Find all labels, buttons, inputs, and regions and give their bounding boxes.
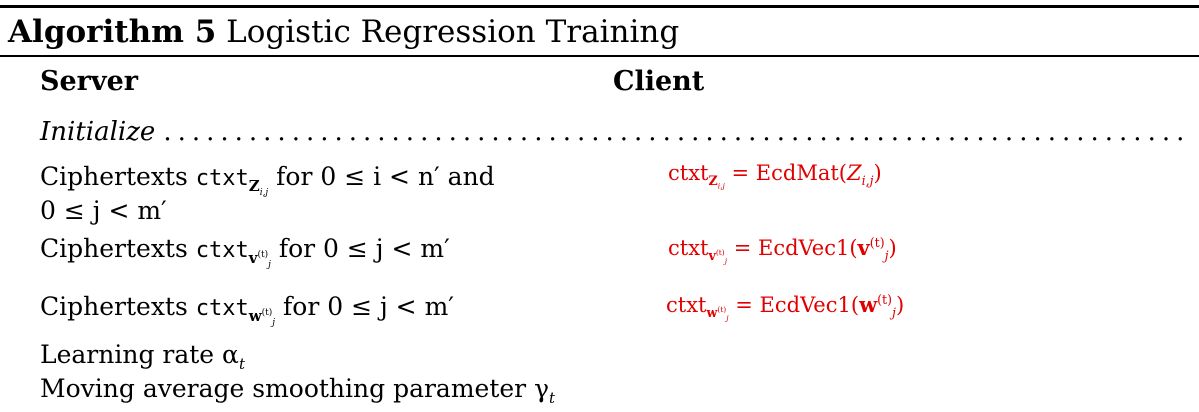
learning-rate-sub: t [238, 355, 245, 373]
algorithm-label: Algorithm 5 [8, 14, 217, 50]
top-rule [0, 5, 1199, 8]
client-arg-sup: (t) [869, 235, 885, 250]
cipher-name: ctxt [195, 238, 249, 263]
client-close: ) [888, 236, 897, 260]
client-lhs-sub: w [706, 305, 718, 321]
client-lhs: ctxt [666, 293, 707, 317]
client-lhs-subsup: (t) [715, 248, 725, 257]
server-line-prefix: Ciphertexts [40, 234, 196, 263]
server-line-ctxt-z: Ciphertexts ctxtZi,j for 0 ≤ i < n′ and [40, 160, 495, 198]
client-arg: Z [846, 161, 862, 185]
smoothing-text: Moving average smoothing parameter γ [40, 374, 550, 403]
client-lhs-subsub: j [726, 313, 729, 323]
client-lhs: ctxt [668, 161, 709, 185]
client-arg: w [859, 292, 878, 317]
client-rhs: = EcdMat( [724, 161, 847, 185]
server-line-learning-rate: Learning rate αt [40, 338, 245, 372]
cipher-sub: Z [248, 177, 260, 195]
server-line-suffix: for 0 ≤ j < m′ [270, 234, 450, 263]
cipher-name: ctxt [195, 296, 249, 321]
client-eq-z: ctxtZi,j = EcdMat(Zi,j) [668, 158, 882, 191]
cipher-subsub: j [268, 260, 271, 270]
client-close: ) [873, 161, 882, 185]
client-column-header: Client [613, 66, 705, 97]
algorithm-title: Algorithm 5 Logistic Regression Training [8, 12, 679, 52]
client-arg-sub: i,j [861, 173, 874, 189]
initialize-row: Initialize .............................… [40, 117, 1190, 151]
client-lhs-sub: Z [708, 173, 718, 189]
server-line-suffix: for 0 ≤ i < n′ and [268, 162, 495, 191]
client-lhs: ctxt [668, 236, 709, 260]
cipher-sub: w [248, 307, 262, 325]
client-arg-sub: j [892, 305, 896, 321]
client-arg: v [857, 235, 870, 260]
client-lhs-subsub: i,j [717, 181, 725, 191]
server-column-header: Server [40, 66, 138, 97]
server-line-prefix: Ciphertexts [40, 162, 196, 191]
learning-rate-text: Learning rate α [40, 340, 239, 369]
title-rule [0, 55, 1199, 57]
server-line-range-j: 0 ≤ j < m′ [40, 196, 167, 225]
initialize-label: Initialize [40, 117, 156, 147]
server-line-prefix: Ciphertexts [40, 292, 196, 321]
cipher-subsup: (t) [257, 250, 269, 260]
smoothing-sub: t [549, 389, 556, 407]
server-line-smoothing: Moving average smoothing parameter γt [40, 372, 555, 406]
server-line-suffix: for 0 ≤ j < m′ [275, 292, 454, 321]
server-line-ctxt-v: Ciphertexts ctxtv(t)j for 0 ≤ j < m′ [40, 232, 450, 270]
client-lhs-sub: v [708, 248, 716, 264]
client-close: ) [895, 293, 905, 317]
cipher-subsub: j [272, 318, 276, 328]
client-arg-sub: j [884, 248, 889, 264]
client-rhs: = EcdVec1( [727, 236, 858, 260]
client-lhs-subsub: j [724, 256, 728, 266]
client-eq-v: ctxtv(t)j = EcdVec1(v(t)j) [668, 233, 897, 266]
cipher-subsup: (t) [261, 308, 273, 318]
client-eq-w: ctxtw(t)j = EcdVec1(w(t)j) [666, 290, 905, 323]
client-arg-sup: (t) [877, 292, 893, 307]
client-rhs: = EcdVec1( [728, 293, 860, 317]
cipher-subsub: i,j [259, 188, 269, 198]
cipher-name: ctxt [195, 166, 249, 191]
client-lhs-subsup: (t) [717, 305, 727, 314]
server-line-ctxt-w: Ciphertexts ctxtw(t)j for 0 ≤ j < m′ [40, 290, 454, 328]
cipher-sub: v [248, 249, 258, 267]
algorithm-name: Logistic Regression Training [226, 14, 680, 50]
dot-leader: ........................................… [163, 117, 1190, 147]
